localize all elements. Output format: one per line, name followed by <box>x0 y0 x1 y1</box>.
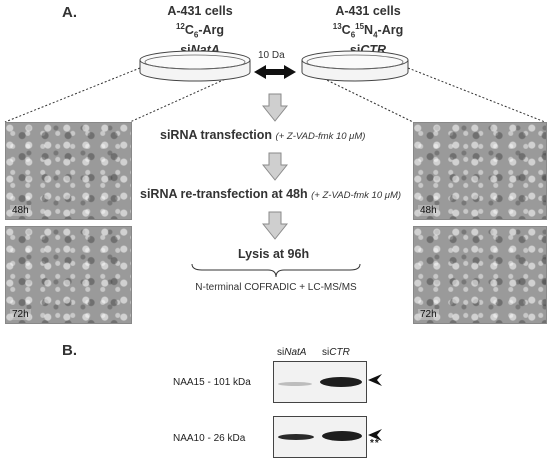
left-cells-title: A-431 cells 12C6-Arg siNatA <box>150 4 250 58</box>
right-cells-line: A-431 cells <box>335 4 401 18</box>
micrograph-right-72h: 72h <box>413 226 547 324</box>
left-cells-line: A-431 cells <box>167 4 233 18</box>
western-blot-naa15 <box>273 361 367 403</box>
curly-brace <box>191 263 361 278</box>
blot-label-naa10: NAA10 - 26 kDa <box>173 433 246 444</box>
dish-diagram <box>4 50 546 123</box>
timepoint-label: 72h <box>10 309 31 320</box>
lane-label-sictr: siCTR <box>322 347 350 358</box>
arrowhead-icon <box>368 374 382 386</box>
western-blot-naa10 <box>273 416 367 458</box>
band-naa10-sinata <box>278 434 314 440</box>
double-arrow-icon <box>254 65 296 79</box>
step-lysis: Lysis at 96h <box>238 247 310 261</box>
band-naa15-sinata <box>278 382 312 386</box>
step-transfection: siRNA transfection (+ Z-VAD-fmk 10 μM) <box>160 128 366 142</box>
step-retransfection: siRNA re-transfection at 48h (+ Z-VAD-fm… <box>140 187 402 201</box>
timepoint-label: 48h <box>418 205 439 216</box>
zoom-line-right-outer <box>407 67 546 123</box>
micrograph-right-48h: 48h <box>413 122 547 220</box>
right-cells-isotope: 13C615N4-Arg <box>332 22 404 40</box>
left-cells-isotope: 12C6-Arg <box>175 22 225 40</box>
left-petri-dish <box>139 50 251 82</box>
micrograph-left-48h: 48h <box>5 122 132 220</box>
asterisk-marker: ** <box>370 438 380 449</box>
band-naa15-sictr <box>320 377 362 387</box>
lane-label-sinata: siNatA <box>277 347 307 358</box>
band-naa10-sictr <box>322 431 362 441</box>
blot-label-naa15: NAA15 - 101 kDa <box>173 377 251 388</box>
micrograph-left-72h: 72h <box>5 226 132 324</box>
arrowhead-icon <box>368 429 382 441</box>
timepoint-label: 72h <box>418 309 439 320</box>
timepoint-label: 48h <box>10 205 31 216</box>
down-arrow-icon <box>262 152 288 181</box>
zoom-line-left-outer <box>4 67 141 123</box>
panel-b-label: B. <box>62 342 77 359</box>
down-arrow-icon <box>262 211 288 240</box>
right-petri-dish <box>301 50 409 82</box>
down-arrow-icon <box>262 93 288 122</box>
final-method: N-terminal COFRADIC + LC-MS/MS <box>195 282 357 293</box>
mass-difference-label: 10 Da <box>258 50 285 61</box>
panel-a-label: A. <box>62 4 77 21</box>
right-cells-title: A-431 cells 13C615N4-Arg siCTR <box>308 4 428 58</box>
